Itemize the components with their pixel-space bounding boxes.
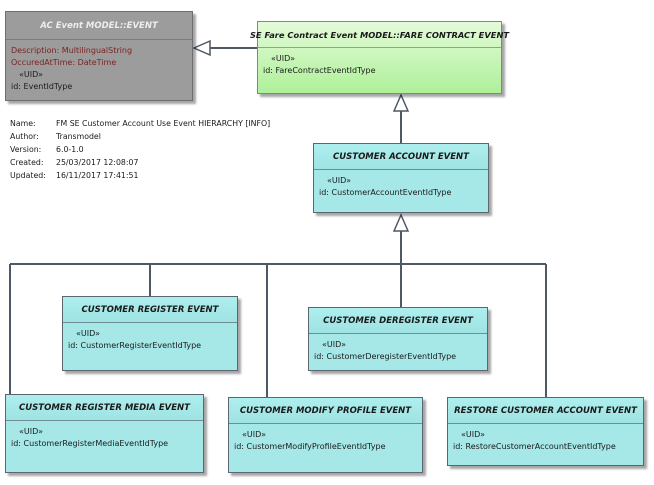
name-label: Name: [10, 119, 36, 128]
version-value: 6.0-1.0 [56, 145, 84, 154]
diagram-info: Name: FM SE Customer Account Use Event HI… [10, 117, 270, 182]
uid-stereotype: «UID» [242, 430, 267, 439]
id-attribute: id: CustomerRegisterEventIdType [68, 341, 202, 350]
class-customer-account-event[interactable]: CUSTOMER ACCOUNT EVENT «UID» id: Custome… [313, 143, 489, 213]
class-title: CUSTOMER DEREGISTER EVENT [309, 308, 487, 334]
class-title: CUSTOMER MODIFY PROFILE EVENT [229, 398, 422, 424]
class-title: CUSTOMER REGISTER MEDIA EVENT [6, 395, 203, 421]
class-customer-modify-profile-event[interactable]: CUSTOMER MODIFY PROFILE EVENT «UID» id: … [228, 397, 423, 473]
uid-stereotype: «UID» [19, 427, 44, 436]
class-title: AC Event MODEL::EVENT [6, 12, 192, 40]
attribute-occured-at-time: OccuredAtTime: DateTime [11, 58, 117, 67]
updated-label: Updated: [10, 171, 46, 180]
created-label: Created: [10, 158, 44, 167]
updated-value: 16/11/2017 17:41:51 [56, 171, 139, 180]
class-restore-customer-account-event[interactable]: RESTORE CUSTOMER ACCOUNT EVENT «UID» id:… [447, 397, 644, 466]
class-title: SE Fare Contract Event MODEL::FARE CONTR… [250, 22, 509, 48]
class-title: RESTORE CUSTOMER ACCOUNT EVENT [448, 398, 643, 424]
created-value: 25/03/2017 12:08:07 [56, 158, 139, 167]
id-attribute: id: CustomerRegisterMediaEventIdType [11, 439, 169, 448]
uid-stereotype: «UID» [76, 329, 101, 338]
author-value: Transmodel [56, 132, 101, 141]
class-ac-event[interactable]: AC Event MODEL::EVENT Description: Multi… [5, 11, 193, 101]
id-attribute: id: CustomerModifyProfileEventIdType [234, 442, 386, 451]
class-customer-deregister-event[interactable]: CUSTOMER DEREGISTER EVENT «UID» id: Cust… [308, 307, 488, 371]
version-label: Version: [10, 145, 42, 154]
uid-stereotype: «UID» [271, 54, 296, 63]
arrowhead-ac-event [192, 39, 211, 57]
uid-stereotype: «UID» [327, 176, 352, 185]
id-attribute: id: RestoreCustomerAccountEventIdType [453, 442, 616, 451]
class-customer-register-event[interactable]: CUSTOMER REGISTER EVENT «UID» id: Custom… [62, 296, 238, 371]
uid-stereotype: «UID» [19, 70, 44, 79]
attribute-description: Description: MultilingualString [11, 46, 133, 55]
class-fare-contract-event[interactable]: SE Fare Contract Event MODEL::FARE CONTR… [250, 21, 509, 94]
class-title: CUSTOMER REGISTER EVENT [63, 297, 237, 323]
id-attribute: id: FareContractEventIdType [263, 66, 376, 75]
arrowhead-customer-account-event [392, 213, 410, 232]
class-customer-register-media-event[interactable]: CUSTOMER REGISTER MEDIA EVENT «UID» id: … [5, 394, 204, 473]
uid-stereotype: «UID» [322, 340, 347, 349]
id-attribute: id: EventIdType [11, 82, 73, 91]
class-title: CUSTOMER ACCOUNT EVENT [314, 144, 488, 170]
arrowhead-fare-contract-event [392, 93, 410, 112]
id-attribute: id: CustomerDeregisterEventIdType [314, 352, 457, 361]
author-label: Author: [10, 132, 39, 141]
name-value: FM SE Customer Account Use Event HIERARC… [56, 119, 271, 128]
id-attribute: id: CustomerAccountEventIdType [319, 188, 452, 197]
uid-stereotype: «UID» [461, 430, 486, 439]
